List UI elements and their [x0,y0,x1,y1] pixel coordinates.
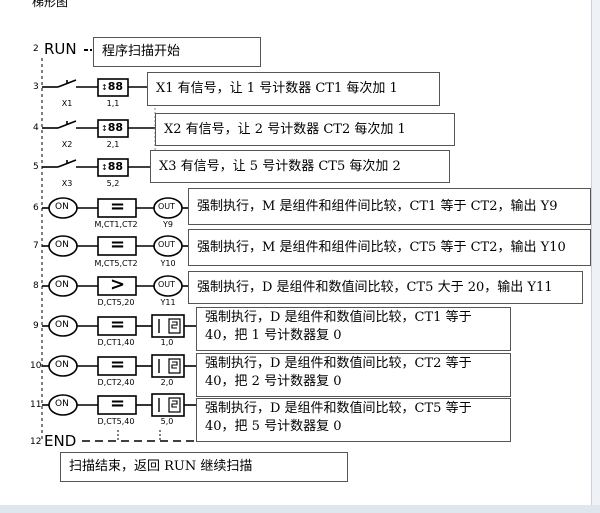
on-label-11: ON [55,399,69,409]
note-compare-6: 强制执行，M 是组件和组件间比较，CT1 等于 CT2，输出 Y9 [188,188,591,225]
rung-number: 9 [33,321,39,331]
counter-label-2: 2,1 [106,140,120,149]
compare-label-7: M,CT5,CT2 [94,259,138,268]
contact-label-x2: X2 [61,140,73,149]
note-x1: X1 有信号，让 1 号计数器 CT1 每次加 1 [147,72,440,106]
out-label-8: OUT [158,280,176,289]
rung-number: 2 [33,44,39,54]
counter-glyph-1: ↕88 [101,80,124,93]
rung-7 [42,235,188,257]
compare-symbol-7: = [110,234,126,255]
compare-label-6: M,CT1,CT2 [94,220,138,229]
note-reset-9: 强制执行，D 是组件和数值间比较，CT1 等于 40，把 1 号计数器复 0 [196,307,511,351]
on-label-8: ON [55,280,69,290]
compare-label-10: D,CT2,40 [97,378,135,387]
rung-number: 4 [33,123,39,133]
rung-number: 12 [30,437,42,447]
counter-label-3: 5,2 [106,179,120,188]
rung-number: 5 [33,162,39,172]
rung-8 [42,275,188,297]
note-end: 扫描结束，返回 RUN 继续扫描 [60,452,348,482]
note-reset-11-line1: 强制执行，D 是组件和数值间比较，CT5 等于 [205,401,472,416]
diagram-title: 梯形图 [32,0,69,9]
note-reset-11: 强制执行，D 是组件和数值间比较，CT5 等于 40，把 5 号计数器复 0 [196,398,511,442]
note-reset-9-line2: 40，把 1 号计数器复 0 [205,328,342,343]
rung-number: 6 [33,203,39,213]
on-label-6: ON [55,202,69,212]
run-label: RUN [44,40,77,58]
counter-label-1: 1,1 [106,99,120,108]
rung-5 [42,158,150,177]
note-reset-10: 强制执行，D 是组件和数值间比较，CT2 等于 40，把 2 号计数器复 0 [196,353,511,397]
rung-number: 11 [30,400,42,410]
counter-glyph-2: ↕88 [101,121,124,134]
end-label: END [44,432,77,450]
rung-6 [42,197,188,219]
on-label-10: ON [55,360,69,370]
compare-symbol-6: = [110,196,126,217]
contact-label-x3: X3 [61,179,73,188]
note-compare-7: 强制执行，M 是组件和组件间比较，CT5 等于 CT2，输出 Y10 [188,229,591,266]
note-reset-11-line2: 40，把 5 号计数器复 0 [205,419,342,434]
compare-symbol-9: = [110,314,126,335]
note-x3: X3 有信号，让 5 号计数器 CT5 每次加 2 [150,150,450,183]
rung-number: 7 [33,241,39,251]
note-reset-10-line1: 强制执行，D 是组件和数值间比较，CT2 等于 [205,356,472,371]
out-label-6: OUT [158,202,176,211]
out-label-7: OUT [158,240,176,249]
compare-symbol-8: > [110,274,126,295]
rung-9 [42,314,196,338]
reset-label-2: 2,0 [160,378,174,387]
compare-label-11: D,CT5,40 [97,417,135,426]
compare-symbol-11: = [110,393,126,414]
out-coil-label-y10: Y10 [160,259,176,268]
rung-11 [42,393,196,417]
rung-number: 8 [33,281,39,291]
counter-glyph-3: ↕88 [101,160,124,173]
reset-label-5: 5,0 [160,417,174,426]
note-run: 程序扫描开始 [93,37,261,67]
on-label-9: ON [55,320,69,330]
contact-label-x1: X1 [61,99,73,108]
out-coil-label-y9: Y9 [163,220,173,229]
out-coil-label-y11: Y11 [160,298,176,307]
compare-label-9: D,CT1,40 [97,338,135,347]
reset-label-1: 1,0 [160,338,174,347]
note-x2: X2 有信号，让 2 号计数器 CT2 每次加 1 [155,113,455,146]
note-reset-9-line1: 强制执行，D 是组件和数值间比较，CT1 等于 [205,310,472,325]
note-compare-8: 强制执行，D 是组件和数值间比较，CT5 大于 20，输出 Y11 [188,271,583,304]
compare-label-8: D,CT5,20 [97,298,135,307]
rung-number: 10 [30,361,42,371]
note-reset-10-line2: 40，把 2 号计数器复 0 [205,374,342,389]
rung-4 [42,119,155,138]
window-bottom-edge [0,505,600,513]
on-label-7: ON [55,240,69,250]
rung-3 [42,78,147,97]
window-right-edge [591,0,600,505]
rung-10 [42,354,196,378]
compare-symbol-10: = [110,354,126,375]
rung-number: 3 [33,82,39,92]
